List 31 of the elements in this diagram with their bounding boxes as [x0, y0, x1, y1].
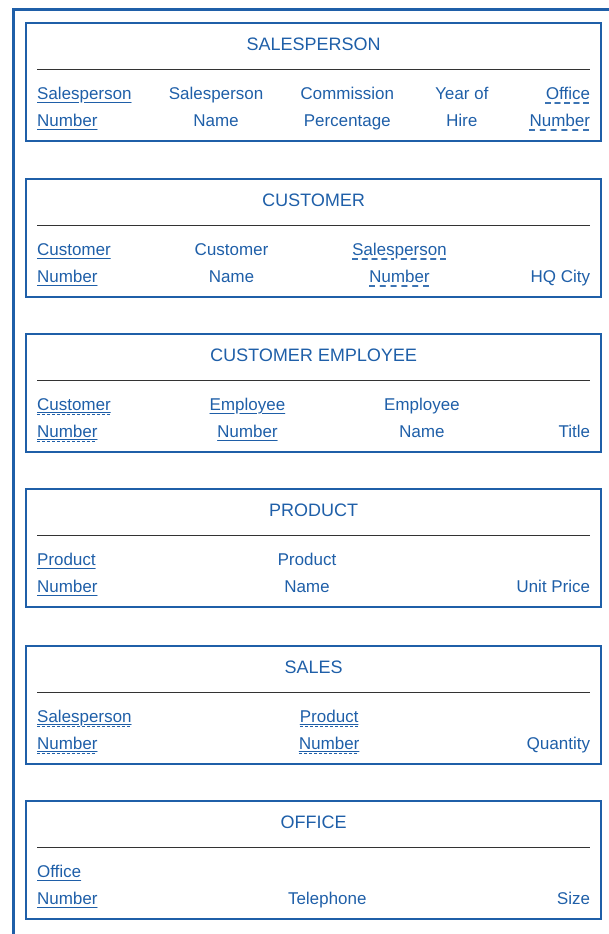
table-box: [25, 22, 602, 142]
key-attribute-name: Salesperson Number: [352, 236, 447, 290]
table-title: OFFICE: [280, 812, 346, 833]
attribute-name: Customer Name: [194, 236, 268, 290]
key-attribute-name: Salesperson Number: [37, 80, 132, 134]
table-title: CUSTOMER EMPLOYEE: [210, 345, 417, 366]
attribute-name: Salesperson Name: [168, 80, 264, 134]
key-attribute-name: Customer Number: [37, 236, 111, 290]
attribute-name: Employee Name: [384, 391, 460, 445]
table-title: SALES: [284, 657, 343, 678]
table-box: [25, 178, 602, 298]
key-attribute-name: Product Number: [37, 546, 98, 600]
table-box: [25, 645, 602, 765]
attribute-name: Title: [558, 418, 590, 445]
key-attribute-name: Office Number: [530, 80, 590, 134]
table-box: [25, 333, 602, 453]
table-title: SALESPERSON: [246, 34, 381, 55]
attribute-name: Year of Hire: [431, 80, 492, 134]
key-attribute-name: Office Number: [37, 858, 98, 912]
table-title: CUSTOMER: [262, 190, 365, 211]
attribute-name: Product Name: [278, 546, 336, 600]
attribute-name: Unit Price: [516, 573, 590, 600]
attribute-name: Size: [556, 885, 590, 912]
table-box: [25, 488, 602, 608]
table-title: PRODUCT: [269, 500, 358, 521]
key-attribute-name: Employee Number: [210, 391, 286, 445]
attribute-name: HQ City: [530, 263, 590, 290]
attribute-name: Commission Percentage: [300, 80, 394, 134]
attribute-name: Telephone: [288, 885, 366, 912]
table-box: [25, 800, 602, 920]
attribute-name: Quantity: [526, 730, 590, 757]
